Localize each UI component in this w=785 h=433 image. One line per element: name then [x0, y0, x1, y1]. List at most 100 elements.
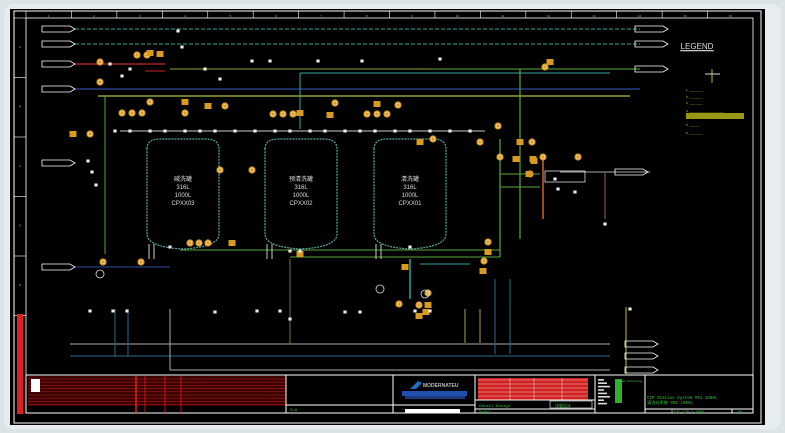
- valve-icon: [113, 129, 117, 133]
- ruler-label: D: [19, 223, 22, 227]
- instrument-bubble: [494, 122, 502, 130]
- instrument-bubble: [383, 110, 391, 118]
- valve-icon: [408, 245, 412, 249]
- legend-item: 4. ____________ ____ ____: [686, 109, 725, 113]
- valve-icon: [413, 309, 417, 313]
- valve-icon: [213, 310, 217, 314]
- tank-volume: 1000L: [175, 193, 192, 199]
- valve-icon: [233, 129, 237, 133]
- valve-icon: [148, 129, 152, 133]
- legend-item: 1. ________: [686, 88, 703, 92]
- ruler-label: 3: [139, 14, 141, 18]
- status-draft: Draft: [479, 410, 490, 415]
- instrument-box: [424, 302, 432, 308]
- instrument-bubble: [373, 110, 381, 118]
- valve-icon: [553, 177, 557, 181]
- instrument-box: [373, 101, 381, 107]
- revision-strip: [17, 314, 23, 414]
- instrument-bubble: [395, 300, 403, 308]
- valve-icon: [218, 77, 222, 81]
- instrument-box: [296, 110, 304, 116]
- ruler-label: 6: [275, 14, 277, 18]
- ruler-label: 9: [411, 14, 413, 18]
- valve-icon: [603, 222, 607, 226]
- instrument-box: [422, 309, 430, 315]
- valve-icon: [120, 74, 124, 78]
- valve-icon: [250, 59, 254, 63]
- ruler-label: C: [19, 164, 22, 168]
- tank-tag: CPXX03: [171, 201, 195, 207]
- ruler-label: 1: [48, 14, 50, 18]
- instrument-bubble: [424, 289, 432, 297]
- ruler-label: 7: [321, 14, 323, 18]
- instrument-box: [326, 112, 334, 118]
- instrument-bubble: [539, 153, 547, 161]
- tank-name: 碱洗罐: [174, 175, 192, 183]
- valve-icon: [316, 59, 320, 63]
- instrument-bubble: [528, 138, 536, 146]
- instrument-bubble: [96, 78, 104, 86]
- instrument-box: [484, 249, 492, 255]
- drawing-number: ETC-CIP-3-1000L: [674, 411, 706, 415]
- valve-icon: [176, 29, 180, 33]
- valve-icon: [125, 309, 129, 313]
- tank-tag: CPXX01: [398, 201, 422, 207]
- tank-tag: CPXX02: [289, 201, 313, 207]
- instrument-bubble: [289, 110, 297, 118]
- instrument-bubbles: [69, 50, 582, 319]
- instrument-bubble: [541, 63, 549, 71]
- ruler-label: 5: [230, 14, 232, 18]
- valve-icon: [628, 307, 632, 311]
- valve-icon: [253, 129, 257, 133]
- instrument-bubble: [216, 166, 224, 174]
- valve-icon: [288, 249, 292, 253]
- valve-icon: [308, 129, 312, 133]
- ruler-label: B: [19, 104, 21, 108]
- ruler-label: 14: [638, 14, 642, 18]
- ruler-label: 15: [683, 14, 687, 18]
- instrument-box: [516, 139, 524, 145]
- instrument-box: [401, 264, 409, 270]
- tank-volume: 1000L: [293, 193, 310, 199]
- valve-icon: [448, 129, 452, 133]
- instrument-bubble: [204, 239, 212, 247]
- valve-icon: [183, 129, 187, 133]
- pump-icon: [375, 284, 385, 294]
- instrument-box: [146, 50, 154, 56]
- valve-icon: [94, 183, 98, 187]
- valve-icon: [278, 309, 282, 313]
- instrument-bubble: [279, 110, 287, 118]
- tank-volume: 1000L: [402, 193, 419, 199]
- valve-icon: [343, 310, 347, 314]
- status-left: S/A: [290, 408, 298, 413]
- valve-icon: [111, 309, 115, 313]
- ruler-label: 11: [502, 14, 505, 18]
- valve-icon: [163, 129, 167, 133]
- company-logo: MODERNATEU: [402, 381, 467, 399]
- logo-text: MODERNATEU: [423, 383, 459, 389]
- tank-material: 316L: [176, 185, 190, 191]
- inner-border: [25, 17, 754, 414]
- instrument-bubble: [484, 238, 492, 246]
- valve-icon: [428, 129, 432, 133]
- ruler-label: 8: [366, 14, 368, 18]
- pipe-lines: [70, 28, 650, 374]
- instrument-bubble: [118, 109, 126, 117]
- ruler-side: ABCDEF: [14, 17, 26, 346]
- tank-material: 316L: [294, 185, 308, 191]
- instrument-bubble: [331, 99, 339, 107]
- valve-icon: [128, 129, 132, 133]
- ruler-label: E: [19, 283, 21, 287]
- valve-icon: [373, 129, 377, 133]
- ruler-label: 12: [547, 14, 551, 18]
- heat-exchanger-icon: [544, 170, 586, 183]
- valve-icon: [198, 129, 202, 133]
- instrument-bubble: [496, 153, 504, 161]
- instrument-bubble: [480, 257, 488, 265]
- instrument-bubble: [574, 153, 582, 161]
- tank-name: 预清洗罐: [289, 175, 313, 183]
- ruler-label: A: [19, 45, 21, 49]
- valve-icon: [90, 170, 94, 174]
